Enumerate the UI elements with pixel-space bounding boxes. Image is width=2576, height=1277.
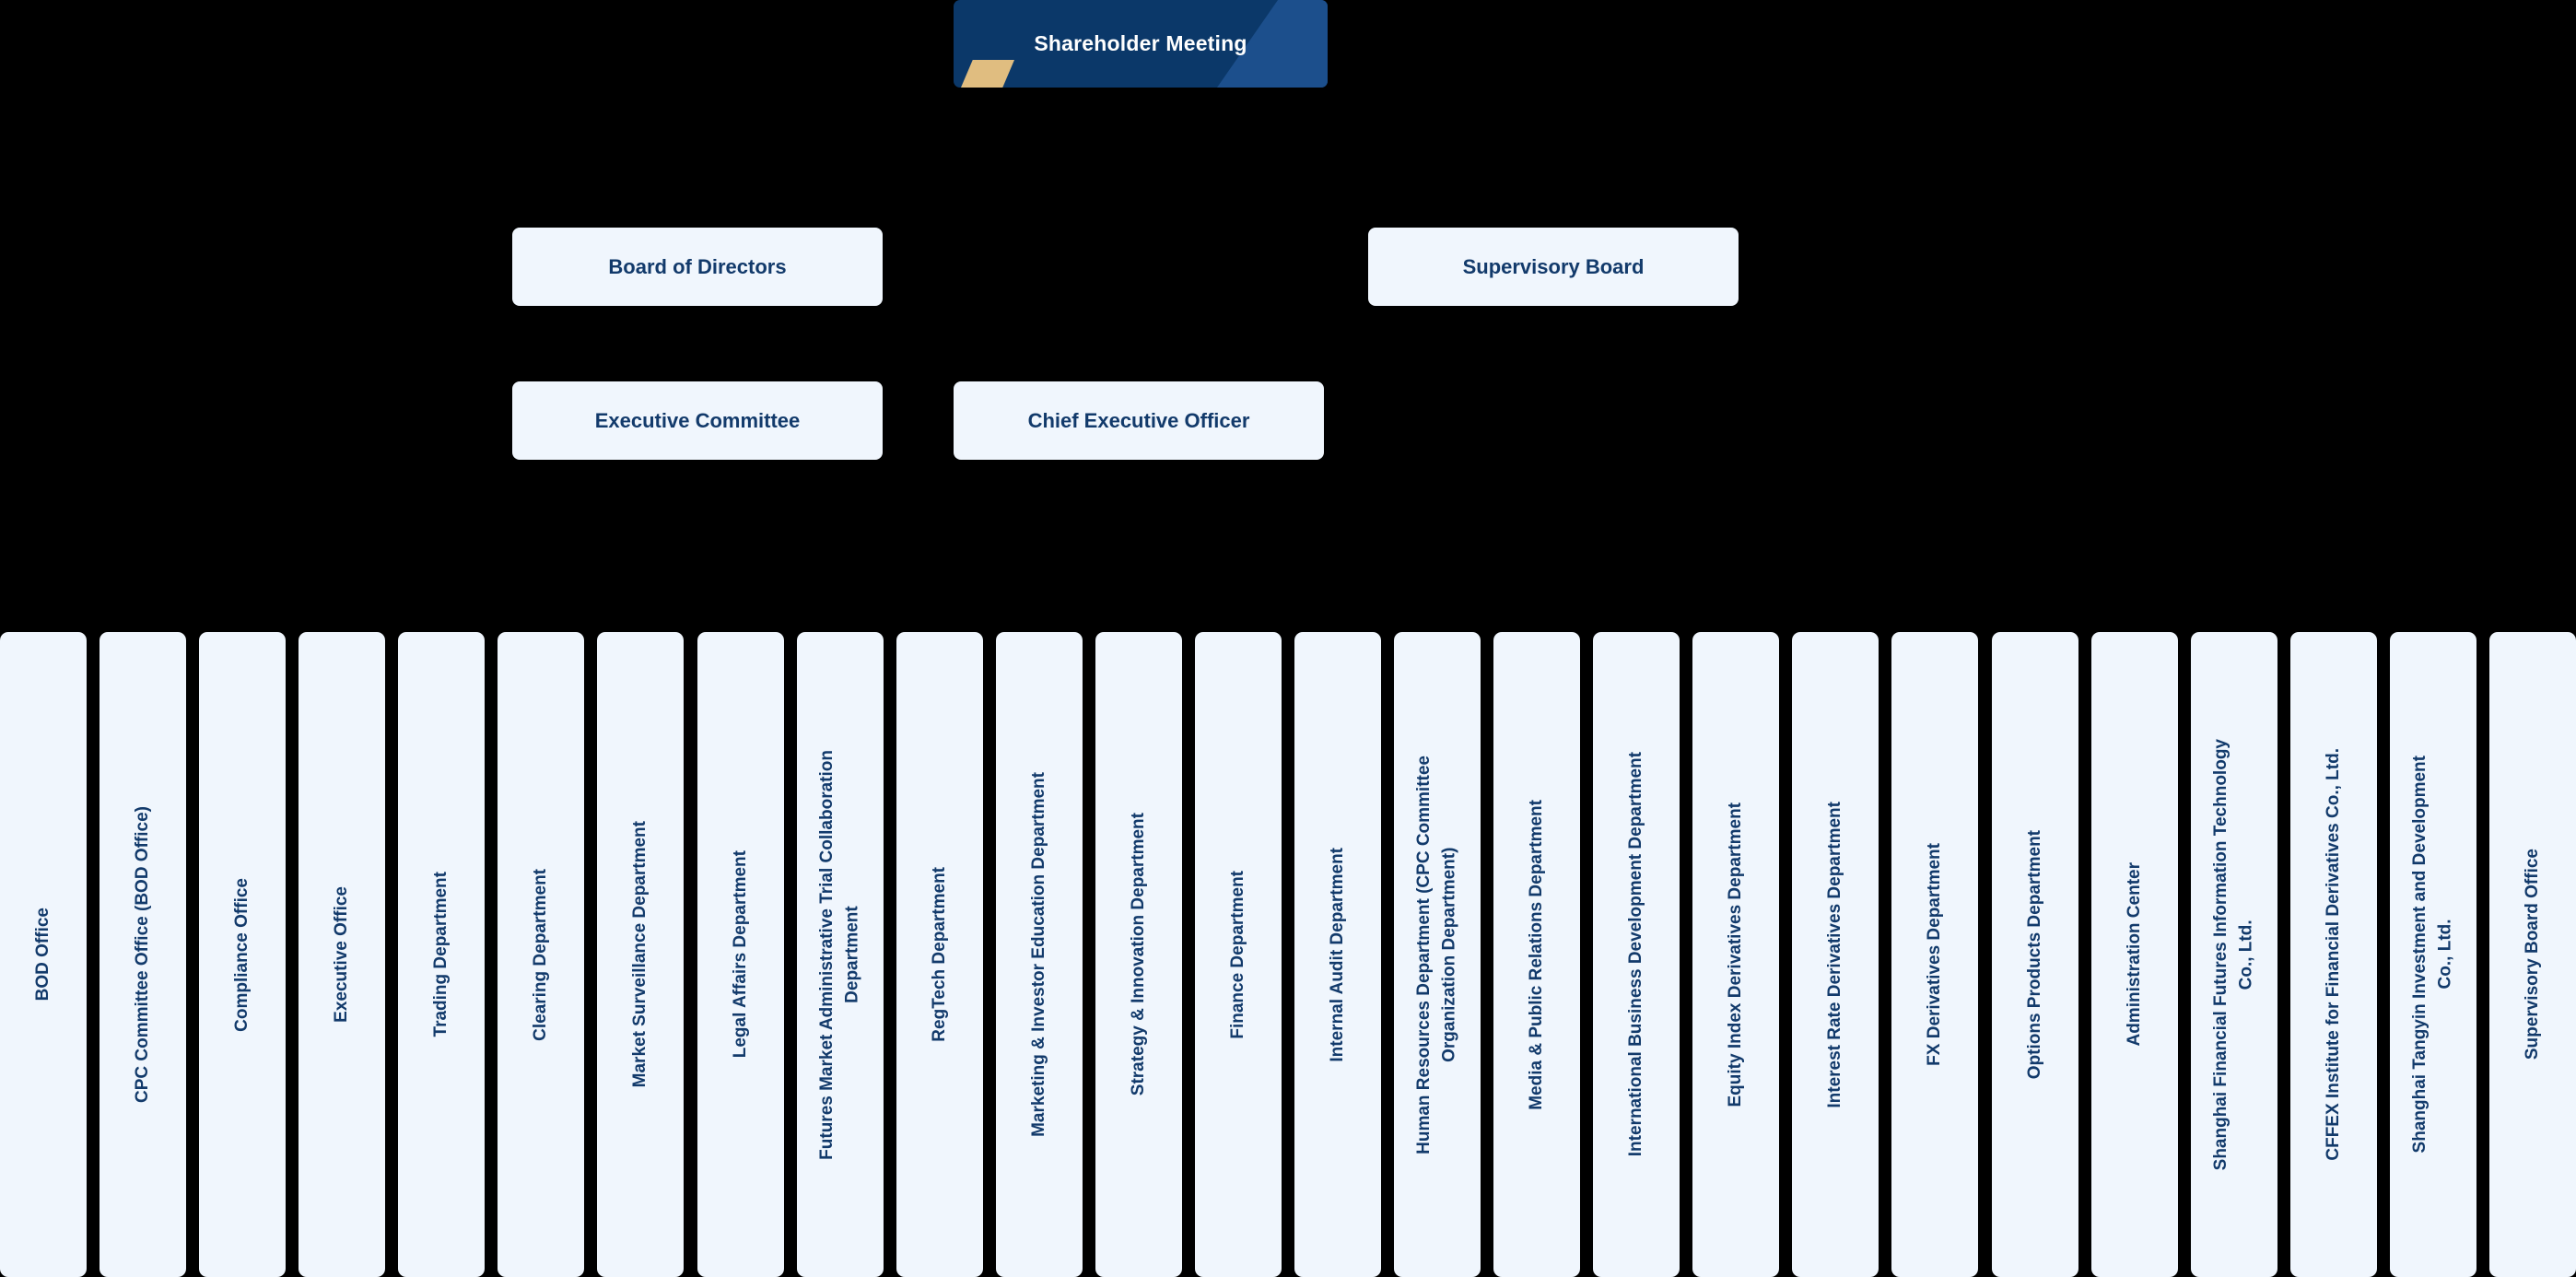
department-label: RegTech Department [930,867,950,1042]
department-column-inner: Media & Public Relations Department [1493,632,1580,1277]
department-column-inner: Supervisory Board Office [2489,632,2576,1277]
department-column[interactable]: Shanghai Financial Futures Information T… [2191,632,2277,1277]
department-column-inner: FX Derivatives Department [1891,632,1978,1277]
department-label: FX Derivatives Department [1925,843,1945,1066]
department-column[interactable]: Human Resources Department (CPC Committe… [1394,632,1481,1277]
department-column-inner: Strategy & Innovation Department [1095,632,1182,1277]
department-columns-row: BOD Office CPC Committee Office (BOD Offi… [0,632,2576,1277]
department-column-inner: Human Resources Department (CPC Committe… [1394,632,1481,1277]
department-column[interactable]: BOD Office [0,632,87,1277]
department-label: Shanghai Tangyin Investment and Developm… [2410,756,2455,1154]
department-column-inner: Shanghai Tangyin Investment and Developm… [2390,632,2476,1277]
shareholder-meeting-label: Shareholder Meeting [1034,31,1247,55]
department-column[interactable]: Interest Rate Derivatives Department [1792,632,1879,1277]
department-label: Futures Market Administrative Trial Coll… [817,749,862,1160]
department-column[interactable]: Finance Department [1195,632,1282,1277]
department-label: CFFEX Institute for Financial Derivative… [2324,748,2344,1161]
department-label: International Business Development Depar… [1626,752,1646,1157]
board-of-directors-box[interactable]: Board of Directors [512,228,883,306]
department-column[interactable]: Trading Department [398,632,485,1277]
department-column-inner: Futures Market Administrative Trial Coll… [797,632,884,1277]
department-label: Shanghai Financial Futures Information T… [2211,738,2256,1171]
department-column[interactable]: Internal Audit Department [1294,632,1381,1277]
department-column-inner: Trading Department [398,632,485,1277]
department-column[interactable]: International Business Development Depar… [1593,632,1680,1277]
department-label: BOD Office [33,908,53,1002]
department-column-inner: CFFEX Institute for Financial Derivative… [2290,632,2377,1277]
shareholder-meeting-banner[interactable]: Shareholder Meeting [954,0,1328,88]
supervisory-board-box[interactable]: Supervisory Board [1368,228,1739,306]
department-column-inner: Clearing Department [498,632,584,1277]
department-column[interactable]: Equity Index Derivatives Department [1692,632,1779,1277]
department-label: Compliance Office [232,877,252,1032]
department-column-inner: Administration Center [2091,632,2178,1277]
department-column-inner: Options Products Department [1992,632,2078,1277]
department-column[interactable]: Executive Office [299,632,385,1277]
department-column[interactable]: FX Derivatives Department [1891,632,1978,1277]
department-label: Interest Rate Derivatives Department [1825,801,1845,1108]
department-column-inner: International Business Development Depar… [1593,632,1680,1277]
department-column-inner: Finance Department [1195,632,1282,1277]
department-column[interactable]: Futures Market Administrative Trial Coll… [797,632,884,1277]
department-column[interactable]: Legal Affairs Department [697,632,784,1277]
department-column[interactable]: Market Surveillance Department [597,632,684,1277]
department-column-inner: Internal Audit Department [1294,632,1381,1277]
department-column[interactable]: Marketing & Investor Education Departmen… [996,632,1083,1277]
department-column-inner: Equity Index Derivatives Department [1692,632,1779,1277]
department-label: Clearing Department [531,868,551,1041]
chief-executive-officer-label: Chief Executive Officer [1027,408,1250,432]
department-column-inner: Marketing & Investor Education Departmen… [996,632,1083,1277]
department-column[interactable]: Supervisory Board Office [2489,632,2576,1277]
department-column[interactable]: Compliance Office [199,632,286,1277]
department-label: CPC Committee Office (BOD Office) [133,806,153,1103]
supervisory-board-label: Supervisory Board [1462,254,1645,278]
department-column[interactable]: Media & Public Relations Department [1493,632,1580,1277]
department-column-inner: Compliance Office [199,632,286,1277]
department-label: Finance Department [1228,870,1248,1039]
department-column[interactable]: Strategy & Innovation Department [1095,632,1182,1277]
executive-committee-box[interactable]: Executive Committee [512,381,883,460]
department-label: Legal Affairs Department [731,850,751,1059]
board-of-directors-label: Board of Directors [608,254,787,278]
department-label: Trading Department [431,872,451,1037]
department-label: Equity Index Derivatives Department [1726,802,1746,1107]
department-column-inner: RegTech Department [896,632,983,1277]
department-column[interactable]: RegTech Department [896,632,983,1277]
department-label: Administration Center [2125,862,2145,1047]
department-label: Market Surveillance Department [630,821,650,1088]
department-label: Executive Office [332,886,352,1023]
department-column-inner: Market Surveillance Department [597,632,684,1277]
department-column[interactable]: CFFEX Institute for Financial Derivative… [2290,632,2377,1277]
department-column[interactable]: CPC Committee Office (BOD Office) [100,632,186,1277]
department-column-inner: Legal Affairs Department [697,632,784,1277]
department-label: Options Products Department [2025,829,2045,1080]
chief-executive-officer-box[interactable]: Chief Executive Officer [954,381,1324,460]
department-label: Human Resources Department (CPC Committe… [1414,755,1459,1154]
department-column[interactable]: Shanghai Tangyin Investment and Developm… [2390,632,2476,1277]
department-column-inner: Executive Office [299,632,385,1277]
department-column-inner: Interest Rate Derivatives Department [1792,632,1879,1277]
department-column[interactable]: Options Products Department [1992,632,2078,1277]
executive-committee-label: Executive Committee [594,408,801,432]
department-label: Marketing & Investor Education Departmen… [1029,772,1049,1137]
department-label: Media & Public Relations Department [1527,799,1547,1110]
department-column[interactable]: Clearing Department [498,632,584,1277]
department-column-inner: Shanghai Financial Futures Information T… [2191,632,2277,1277]
department-column-inner: CPC Committee Office (BOD Office) [100,632,186,1277]
department-column-inner: BOD Office [0,632,87,1277]
department-label: Internal Audit Department [1328,847,1348,1062]
department-label: Supervisory Board Office [2523,849,2543,1060]
department-label: Strategy & Innovation Department [1129,813,1149,1096]
department-column[interactable]: Administration Center [2091,632,2178,1277]
